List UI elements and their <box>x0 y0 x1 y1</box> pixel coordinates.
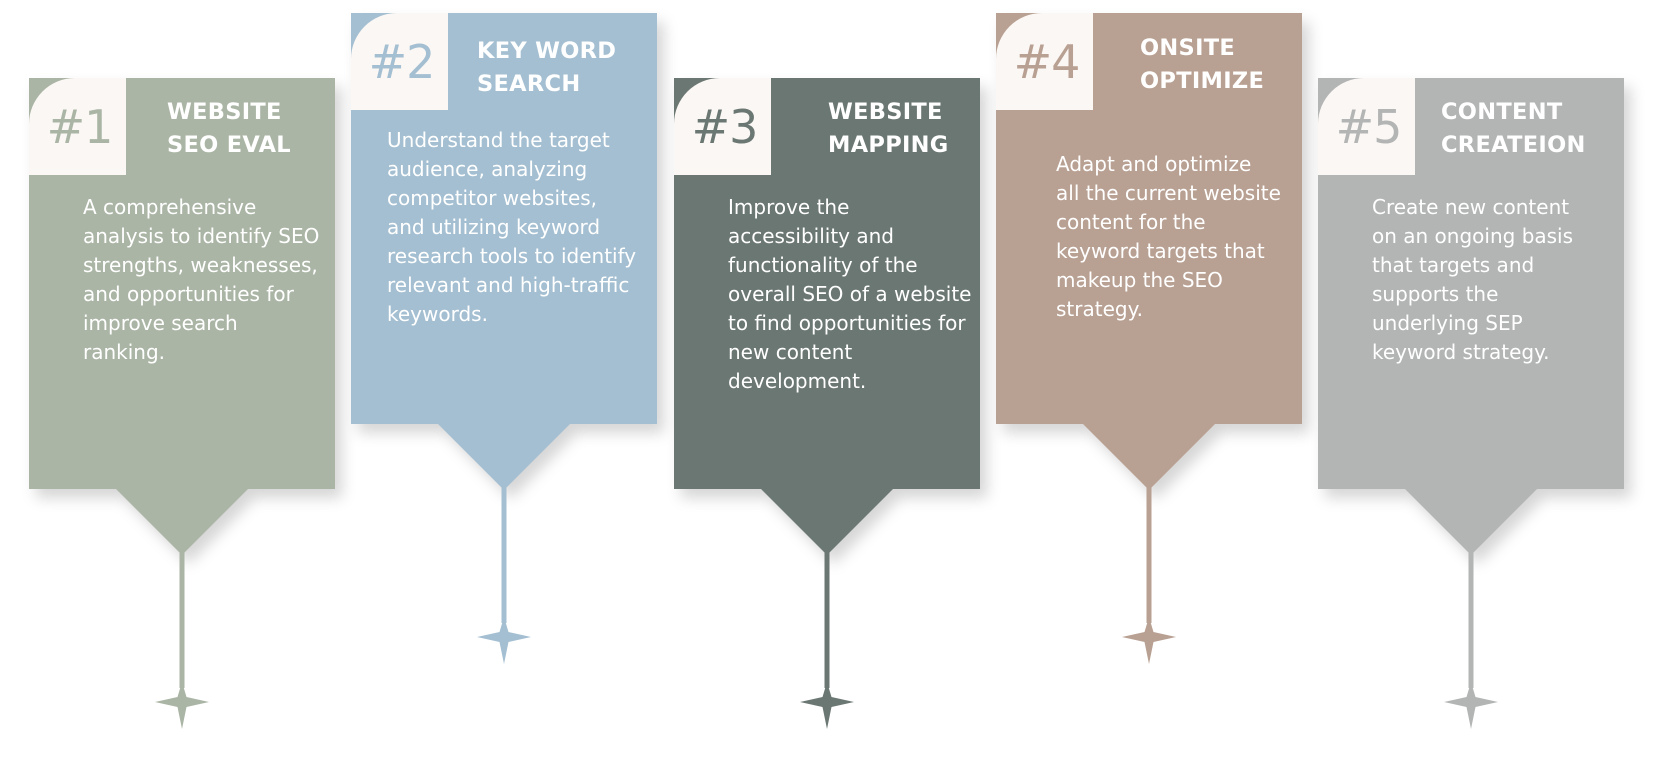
step-pin-line <box>1468 548 1474 688</box>
step-description: Understand the target audience, analyzin… <box>387 128 637 326</box>
step-3: #3 WEBSITE MAPPING Improve the accessibi… <box>674 78 980 758</box>
step-4: #4 ONSITE OPTIMIZE Adapt and optimize al… <box>996 13 1302 693</box>
step-pin-line <box>1146 483 1152 623</box>
step-number-badge: #3 <box>674 78 771 175</box>
step-pin-line <box>179 548 185 688</box>
step-pin-line <box>501 483 507 623</box>
step-number: #3 <box>691 99 759 154</box>
step-title: WEBSITE MAPPING <box>828 99 949 158</box>
step-description: Improve the accessibility and functional… <box>728 195 972 393</box>
step-card-shape <box>29 78 335 729</box>
step-number-badge: #1 <box>29 78 126 175</box>
step-card-body <box>351 13 657 490</box>
step-card-shape <box>674 78 980 729</box>
step-card-body <box>674 78 980 555</box>
step-number: #5 <box>1335 99 1403 154</box>
step-number: #1 <box>46 99 114 154</box>
step-5: #5 CONTENT CREATEION Create new content … <box>1318 78 1624 758</box>
step-title: ONSITE OPTIMIZE <box>1140 35 1265 94</box>
step-description: Adapt and optimize all the current websi… <box>1056 152 1281 321</box>
step-number-badge: #5 <box>1318 78 1415 175</box>
step-pin-line <box>824 548 830 688</box>
star-marker-icon <box>155 682 209 729</box>
star-marker-icon <box>477 617 531 664</box>
star-marker-icon <box>800 682 854 729</box>
star-marker-icon <box>1122 617 1176 664</box>
step-description: Create new content on an ongoing basis t… <box>1372 195 1574 364</box>
step-card-body <box>1318 78 1624 555</box>
step-number: #2 <box>368 34 436 89</box>
step-1: #1 WEBSITE SEO EVAL A comprehensive anal… <box>29 78 335 758</box>
step-number-badge: #4 <box>996 13 1093 110</box>
step-card-shape <box>996 13 1302 664</box>
step-description: A comprehensive analysis to identify SEO… <box>83 195 320 364</box>
step-number-badge: #2 <box>351 13 448 110</box>
step-title: WEBSITE SEO EVAL <box>167 99 291 158</box>
step-card-shape <box>351 13 657 664</box>
step-card-body <box>29 78 335 555</box>
step-card-body <box>996 13 1302 490</box>
step-number: #4 <box>1013 34 1081 89</box>
step-card-shape <box>1318 78 1624 729</box>
step-title: CONTENT CREATEION <box>1441 99 1586 158</box>
step-title: KEY WORD SEARCH <box>477 38 617 97</box>
step-2: #2 KEY WORD SEARCH Understand the target… <box>351 13 657 693</box>
star-marker-icon <box>1444 682 1498 729</box>
